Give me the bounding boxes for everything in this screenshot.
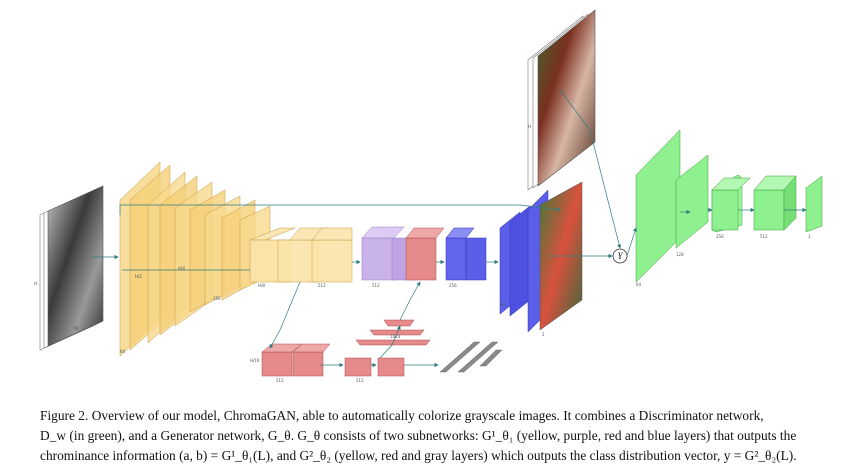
svg-text:128: 128 — [676, 252, 684, 257]
gray-fc-layers — [439, 341, 503, 373]
yellow-encoder-layers — [119, 161, 353, 357]
chromagan-architecture-diagram: Y — [34, 9, 823, 383]
input-grayscale-image — [39, 185, 104, 351]
caption-line-2: D_w (in green), and a Generator network,… — [40, 428, 797, 443]
red-layers-upper — [405, 227, 445, 281]
svg-text:512: 512 — [276, 378, 284, 383]
svg-text:H/8: H/8 — [258, 283, 265, 288]
svg-text:H: H — [528, 124, 531, 129]
green-discriminator-layers — [635, 129, 823, 283]
svg-text:256: 256 — [716, 234, 724, 239]
concat-operator: Y — [612, 248, 628, 264]
svg-text:H/4: H/4 — [178, 266, 185, 271]
svg-text:64: 64 — [120, 349, 126, 354]
svg-text:512: 512 — [356, 378, 364, 383]
connections — [92, 89, 807, 368]
svg-text:1024: 1024 — [390, 334, 401, 339]
caption-line-3: chrominance information (a, b) = G¹_θ₁(L… — [40, 448, 797, 463]
figure-caption: Figure 2. Overview of our model, ChromaG… — [40, 406, 832, 466]
svg-text:Y: Y — [617, 251, 623, 261]
svg-text:H/16: H/16 — [250, 358, 260, 363]
svg-text:256: 256 — [213, 296, 221, 301]
svg-text:64: 64 — [500, 302, 506, 307]
dimension-labels: H W H/2 64 H/4 256 H/8 512 512 256 64 2 … — [34, 124, 811, 383]
svg-text:H: H — [34, 281, 37, 286]
svg-text:1: 1 — [808, 234, 811, 239]
svg-text:H/2: H/2 — [135, 274, 142, 279]
red-layers-lower — [261, 319, 431, 377]
svg-text:2: 2 — [542, 332, 545, 337]
svg-text:256: 256 — [449, 283, 457, 288]
caption-line-1: Figure 2. Overview of our model, ChromaG… — [40, 408, 764, 423]
blue-decoder-layers — [445, 189, 549, 333]
svg-text:64: 64 — [636, 282, 642, 287]
svg-text:512: 512 — [372, 283, 380, 288]
svg-text:W: W — [74, 326, 78, 331]
svg-text:512: 512 — [318, 283, 326, 288]
color-image — [527, 9, 596, 191]
svg-text:512: 512 — [760, 234, 768, 239]
